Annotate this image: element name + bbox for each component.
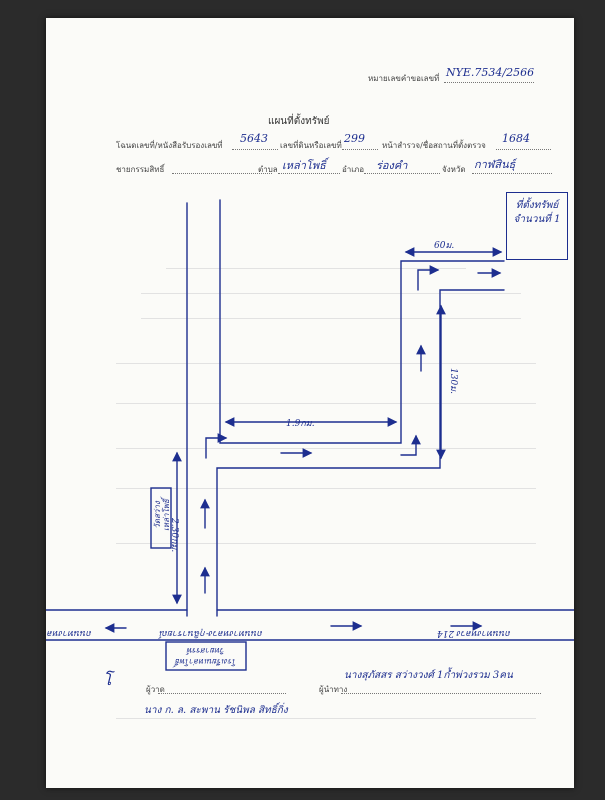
deed-label: โฉนดเลขที่/หนังสือรับรองเลขที่ — [116, 141, 223, 150]
witness-label: ผู้นำทาง — [319, 685, 348, 694]
drawer-mark: โ — [103, 670, 112, 689]
place-label: ชายกรรมสิทธิ์ — [116, 165, 165, 174]
bleed-line — [116, 488, 536, 489]
province-value: กาฬสินธุ์ — [474, 158, 516, 171]
temple-label: วัดสว่าง เหล่าโพธิ์ — [153, 499, 171, 531]
road-edge — [219, 199, 505, 444]
bleed-line — [141, 293, 521, 294]
witness-value: นางสุภัสสร สว่างวงศ์ 1ก้ำพ่วงรวม 3คน — [344, 670, 513, 681]
page-title: แผนที่ตั้งทรัพย์ — [268, 116, 330, 127]
province-line — [472, 173, 552, 174]
tambon-line — [278, 173, 340, 174]
bleed-line — [116, 718, 536, 719]
page-value: 1684 — [502, 132, 530, 145]
bleed-line — [116, 403, 536, 404]
page-label: หน้าสำรวจ/ชื่อสถานที่ตั้งตรวจ — [382, 141, 486, 150]
arrow-right-up — [400, 434, 421, 456]
amphoe-value: ร่องคำ — [376, 159, 408, 172]
property-box: ที่ตั้งทรัพย์ จำนวนที่ 1 — [506, 192, 568, 260]
main-road-label: ถนนทางหลวง-กุฉินารายณ์ — [158, 628, 263, 639]
road-left-label: ถนนทางหลวง 214 — [46, 628, 92, 638]
survey-no-value: NYE.7534/2566 — [446, 66, 535, 79]
road-edge — [216, 289, 505, 617]
bleed-line — [116, 363, 536, 364]
road-right-label: ถนนทางหลวง 214 — [437, 628, 511, 638]
drawer-value: นาง ก. ล. สะพาน รัชนิพล สิทธิ์กิ่ง — [144, 705, 288, 716]
deed-value: 5643 — [240, 132, 268, 145]
witness-line — [341, 693, 541, 694]
bleed-line — [116, 448, 536, 449]
land-no-label: เลขที่ดินหรือเลขที่ — [280, 141, 342, 150]
bleed-line — [166, 268, 466, 269]
dist-left-label: 2.30กม. — [169, 517, 179, 552]
dist-right-label: 130ม. — [448, 368, 458, 394]
survey-no-line — [444, 82, 534, 83]
survey-no-label: หมายเลขคำขอเลขที่ — [368, 74, 440, 83]
bleed-line — [141, 318, 521, 319]
drawer-line — [158, 693, 286, 694]
dist-top-label: 60ม. — [434, 241, 454, 251]
tambon-label: ตำบล — [258, 165, 278, 174]
temple-box — [150, 487, 172, 549]
province-label: จังหวัด — [442, 165, 466, 174]
school-label: โรงเรียนเหล่าโพธิ์ วิทยาสรรพ์ — [175, 646, 237, 666]
page-line — [496, 149, 551, 150]
land-no-value: 299 — [344, 132, 365, 145]
amphoe-line — [364, 173, 440, 174]
dist-middle-label: 1.9กม. — [286, 419, 315, 429]
location-map: 60ม. 130ม. 1.9กม. 2.30กม. ถนนทางหลวง-กุฉ… — [46, 199, 574, 671]
school-box — [165, 641, 247, 671]
arrow-up-right — [417, 265, 440, 291]
drawer-label: ผู้วาด — [146, 685, 165, 694]
place-line — [172, 173, 272, 174]
bleed-line — [116, 543, 536, 544]
tambon-value: เหล่าโพธิ์ — [282, 159, 326, 172]
amphoe-label: อำเภอ — [342, 165, 365, 174]
land-no-line — [342, 149, 378, 150]
arrow-up-right — [205, 433, 228, 459]
paper-sheet: หมายเลขคำขอเลขที่ NYE.7534/2566 แผนที่ตั… — [46, 18, 574, 788]
deed-line — [232, 149, 278, 150]
